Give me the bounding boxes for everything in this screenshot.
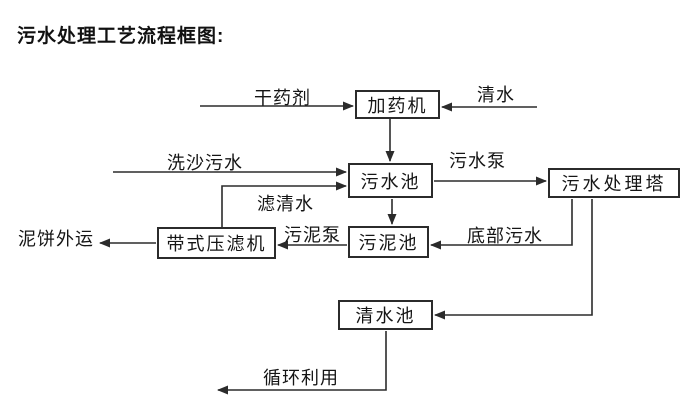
node-sewage-pool: 污水池 xyxy=(348,163,433,198)
node-clear-water-pool: 清水池 xyxy=(338,300,433,330)
flow-label-recycle-use: 循环利用 xyxy=(263,368,339,388)
node-sludge-pool: 污泥池 xyxy=(348,226,429,258)
flow-label-filtered-clear-water: 滤清水 xyxy=(257,194,314,214)
node-sludge-pool-label: 污泥池 xyxy=(358,233,419,253)
node-treatment-tower-label: 污水处理塔 xyxy=(561,174,667,194)
flow-label-sewage-pump: 污水泵 xyxy=(449,151,506,171)
flow-label-sludge-pump: 污泥泵 xyxy=(284,225,341,245)
arrow-filtered-water-to-sewage-pool xyxy=(221,181,347,227)
arrow-tower-to-sludge-pool xyxy=(430,199,573,250)
node-belt-filter-press: 带式压滤机 xyxy=(157,227,276,259)
flow-label-mud-cake-out: 泥饼外运 xyxy=(18,229,94,249)
page-title: 污水处理工艺流程框图: xyxy=(17,26,225,47)
node-clear-water-pool-label: 清水池 xyxy=(355,306,416,326)
node-treatment-tower: 污水处理塔 xyxy=(548,168,680,198)
flow-label-dry-chemical: 干药剂 xyxy=(254,88,311,108)
node-sewage-pool-label: 污水池 xyxy=(360,171,421,192)
arrow-clear-pool-to-recycle xyxy=(217,331,387,395)
node-belt-filter-press-label: 带式压滤机 xyxy=(166,234,267,254)
flow-label-bottom-sewage: 底部污水 xyxy=(467,226,543,246)
arrow-tower-to-clear-pool xyxy=(434,199,593,320)
node-dosing-machine: 加药机 xyxy=(355,90,440,119)
flow-label-clear-water: 清水 xyxy=(477,85,515,105)
flow-label-sand-washing-sewage: 洗沙污水 xyxy=(167,153,243,173)
node-dosing-machine-label: 加药机 xyxy=(367,95,428,116)
